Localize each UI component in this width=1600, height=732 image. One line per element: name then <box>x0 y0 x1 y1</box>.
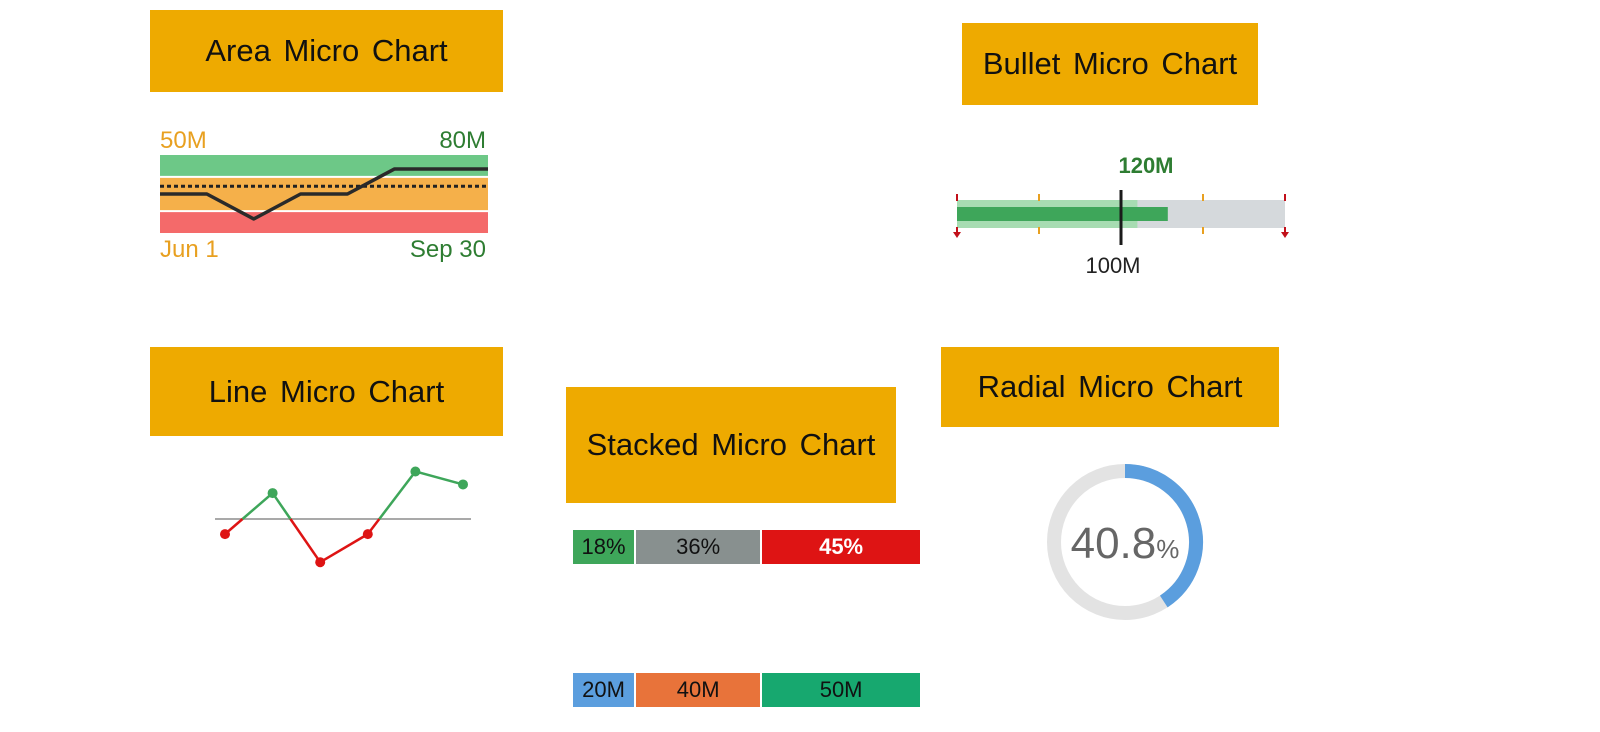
line-point-2 <box>315 557 326 568</box>
stack-segment-2: 50M <box>762 673 920 707</box>
line-segment-2 <box>319 533 369 564</box>
stack-segment-0: 20M <box>573 673 637 707</box>
bullet-value-label: 120M <box>1118 153 1173 178</box>
area-band-0 <box>160 155 488 177</box>
stack-segment-label: 45% <box>819 534 864 559</box>
line-point-0 <box>220 529 230 540</box>
radial-micro-chart: 40.8% <box>1047 464 1203 620</box>
stack-segment-label: 40M <box>676 677 720 702</box>
line-point-4 <box>410 466 421 477</box>
radial-value-arc <box>1124 464 1203 608</box>
radial-chart-title: Radial Micro Chart <box>941 347 1279 427</box>
area-chart-title: Area Micro Chart <box>150 10 503 92</box>
line-micro-chart <box>215 466 471 568</box>
area-band-2 <box>160 211 488 233</box>
area-micro-chart: 50M 80M Jun 1 Sep 30 <box>160 127 488 263</box>
area-label-top-left: 50M <box>160 127 207 154</box>
area-label-bottom-right: Sep 30 <box>410 236 486 263</box>
line-segment-1b <box>289 518 322 563</box>
line-segment-3b <box>378 470 417 520</box>
area-actual-line <box>160 167 488 221</box>
stacked-micro-chart-percent: 18% 36% 45% <box>573 530 920 564</box>
line-segment-0b <box>241 492 274 520</box>
line-point-3 <box>362 529 373 540</box>
line-segment-1a <box>271 492 292 520</box>
bullet-chart-title: Bullet Micro Chart <box>962 23 1258 105</box>
stack-segment-0: 18% <box>573 530 637 564</box>
area-label-bottom-left: Jun 1 <box>160 236 219 263</box>
stack-segment-label: 20M <box>582 677 625 702</box>
radial-value-text: 40.8% <box>1071 519 1180 568</box>
stack-segment-1: 36% <box>636 530 763 564</box>
line-chart-title: Line Micro Chart <box>150 347 503 436</box>
stacked-micro-chart-absolute: 20M 40M 50M <box>573 673 920 707</box>
line-point-1 <box>267 488 278 499</box>
stack-segment-label: 18% <box>581 534 626 559</box>
line-segment-4 <box>415 470 464 486</box>
stack-segment-2: 45% <box>762 530 920 564</box>
area-label-top-right: 80M <box>439 127 486 154</box>
bullet-value-bar <box>957 207 1168 221</box>
line-point-5 <box>458 479 468 490</box>
stack-segment-label: 36% <box>676 534 721 559</box>
stack-segment-1: 40M <box>636 673 763 707</box>
stacked-chart-title: Stacked Micro Chart <box>566 387 896 503</box>
bullet-target-label: 100M <box>1085 253 1140 278</box>
stack-segment-label: 50M <box>819 677 863 702</box>
radial-unit: % <box>1156 534 1179 564</box>
bullet-threshold-arrow-0 <box>953 232 961 238</box>
radial-value: 40.8 <box>1071 519 1157 568</box>
bullet-threshold-arrow-3 <box>1281 232 1289 238</box>
bullet-micro-chart: 120M 100M <box>953 153 1289 278</box>
